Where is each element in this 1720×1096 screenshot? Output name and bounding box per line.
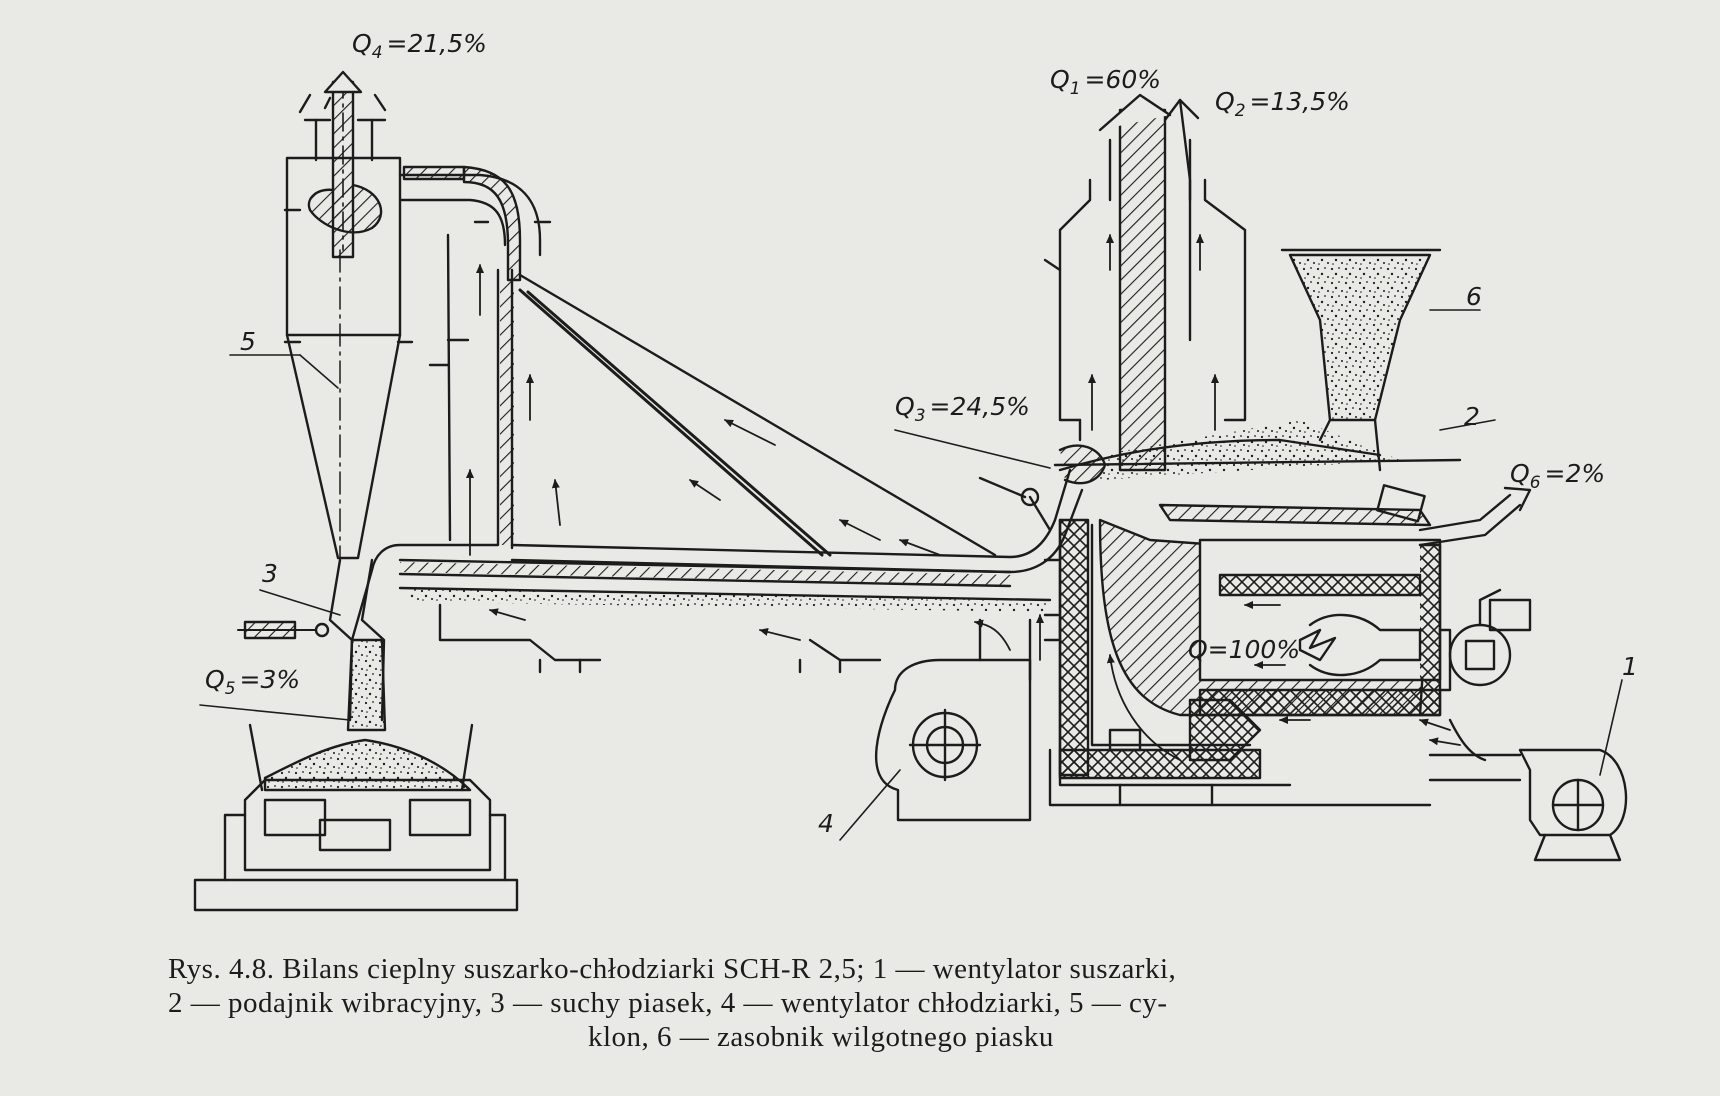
leaders [229, 354, 341, 616]
q6-label: Q6=2% [1510, 459, 1605, 493]
q2-label: Q2=13,5% [1215, 87, 1350, 121]
q-total-label: Q=100% [1188, 635, 1300, 664]
q5-label: Q5=3% [205, 665, 300, 699]
q6-exhaust [1418, 486, 1532, 547]
q3-label: Q3=24,5% [895, 392, 1030, 426]
caption-line-3: klon, 6 — zasobnik wilgotnego piasku [588, 1021, 1054, 1053]
caption-line-2: 2 — podajnik wibracyjny, 3 — suchy piase… [168, 987, 1168, 1019]
caption-line-1: Rys. 4.8. Bilans cieplny suszarko-chłodz… [168, 953, 1177, 985]
sand-bed [410, 588, 1062, 674]
stack [1043, 93, 1247, 472]
q1-label: Q1=60% [1050, 65, 1161, 99]
q3-damper [894, 429, 1107, 532]
part-number-1: 1 [1622, 652, 1638, 681]
part-number-6: 6 [1466, 282, 1482, 311]
recirculation-triangle [428, 233, 997, 557]
burner [1298, 588, 1532, 762]
exhaust-duct [398, 165, 552, 282]
part-number-5: 5 [240, 327, 256, 356]
hopper-scale [193, 558, 519, 912]
part-number-4: 4 [818, 809, 834, 838]
q4-label: Q4=21,5% [352, 29, 487, 63]
dryer-body [1043, 419, 1496, 807]
cooler-fan [839, 618, 1032, 841]
part-number-2: 2 [1464, 402, 1480, 431]
part-number-3: 3 [262, 559, 278, 588]
dryer-fan [1428, 679, 1628, 862]
cyclone [283, 70, 414, 561]
flow-arrows [466, 234, 1461, 761]
